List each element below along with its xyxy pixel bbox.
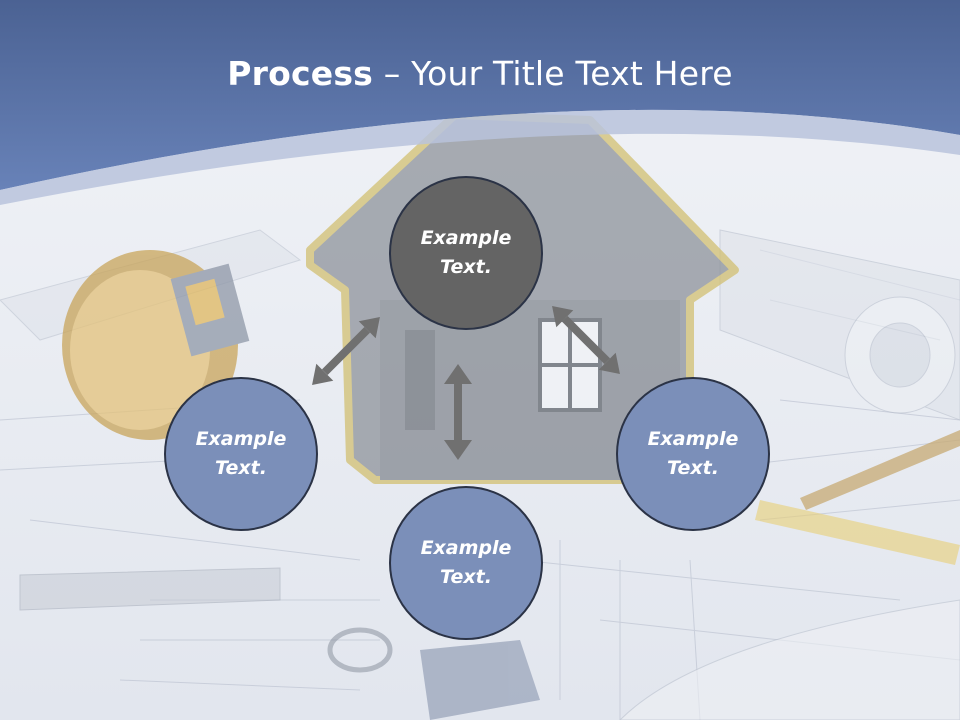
- node-right-text: Example Text.: [647, 428, 739, 479]
- node-bottom-text: Example Text.: [420, 537, 512, 588]
- arrow-top-left: [312, 317, 380, 385]
- rolled-blueprint-right: [719, 229, 960, 421]
- node-left-text: Example Text.: [195, 428, 287, 479]
- title-rest-text: – Your Title Text Here: [373, 54, 733, 93]
- node-top-text: Example Text.: [420, 227, 512, 278]
- metal-ruler: [19, 567, 281, 611]
- process-node-top: Example Text.: [389, 176, 543, 330]
- arrow-top-right: [552, 306, 620, 374]
- arrow-vertical: [444, 364, 472, 460]
- header-band: [0, 0, 960, 190]
- keys: [327, 627, 540, 720]
- ruler: [755, 500, 960, 565]
- process-node-right: Example Text.: [616, 377, 770, 531]
- process-node-left: Example Text.: [164, 377, 318, 531]
- header-band-edge: [0, 109, 960, 205]
- pencil: [800, 430, 960, 510]
- process-node-bottom: Example Text.: [389, 486, 543, 640]
- curled-paper: [619, 599, 960, 720]
- title-bold-text: Process: [227, 54, 374, 93]
- slide-title: Process – Your Title Text Here: [0, 54, 960, 93]
